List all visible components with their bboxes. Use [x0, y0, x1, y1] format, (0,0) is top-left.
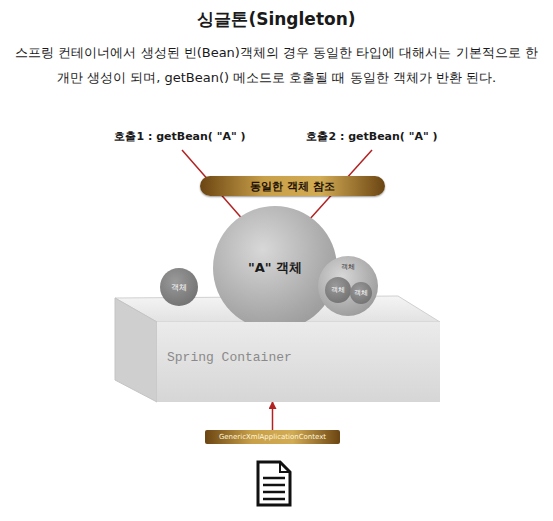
call-label: 호출2 : getBean( "A" ) — [292, 129, 452, 144]
container-side — [115, 298, 157, 402]
document-icon — [258, 462, 290, 505]
bean-circle: 객체 — [325, 277, 351, 303]
bean-circle: 객체 — [160, 268, 198, 306]
node-text: "A" 객체 — [248, 259, 302, 277]
context-band: GenericXmlApplicationContext — [205, 430, 340, 444]
call-label: 호출1 : getBean( "A" ) — [100, 129, 260, 144]
connector-arrow — [272, 402, 274, 430]
bean-circle: 객체객체객체 — [318, 256, 378, 316]
bean-circle: "A" 객체 — [213, 206, 337, 330]
node-text: 객체 — [171, 282, 187, 293]
description-text: 스프링 컨테이너에서 생성된 빈(Bean)객체의 경우 동일한 타입에 대해서… — [8, 40, 545, 90]
reference-band: 동일한 객체 참조 — [200, 176, 385, 196]
node-text: 객체 — [354, 289, 368, 298]
container-box: Spring Container — [157, 322, 440, 402]
node-text: GenericXmlApplicationContext — [219, 433, 326, 441]
bean-circle: 객체 — [350, 282, 372, 304]
node-text: Spring Container — [167, 350, 292, 365]
node-text: 동일한 객체 참조 — [250, 179, 335, 194]
node-text: 객체 — [331, 285, 345, 295]
title: 싱글톤(Singleton) — [0, 8, 553, 31]
node-text: 객체 — [341, 262, 355, 272]
